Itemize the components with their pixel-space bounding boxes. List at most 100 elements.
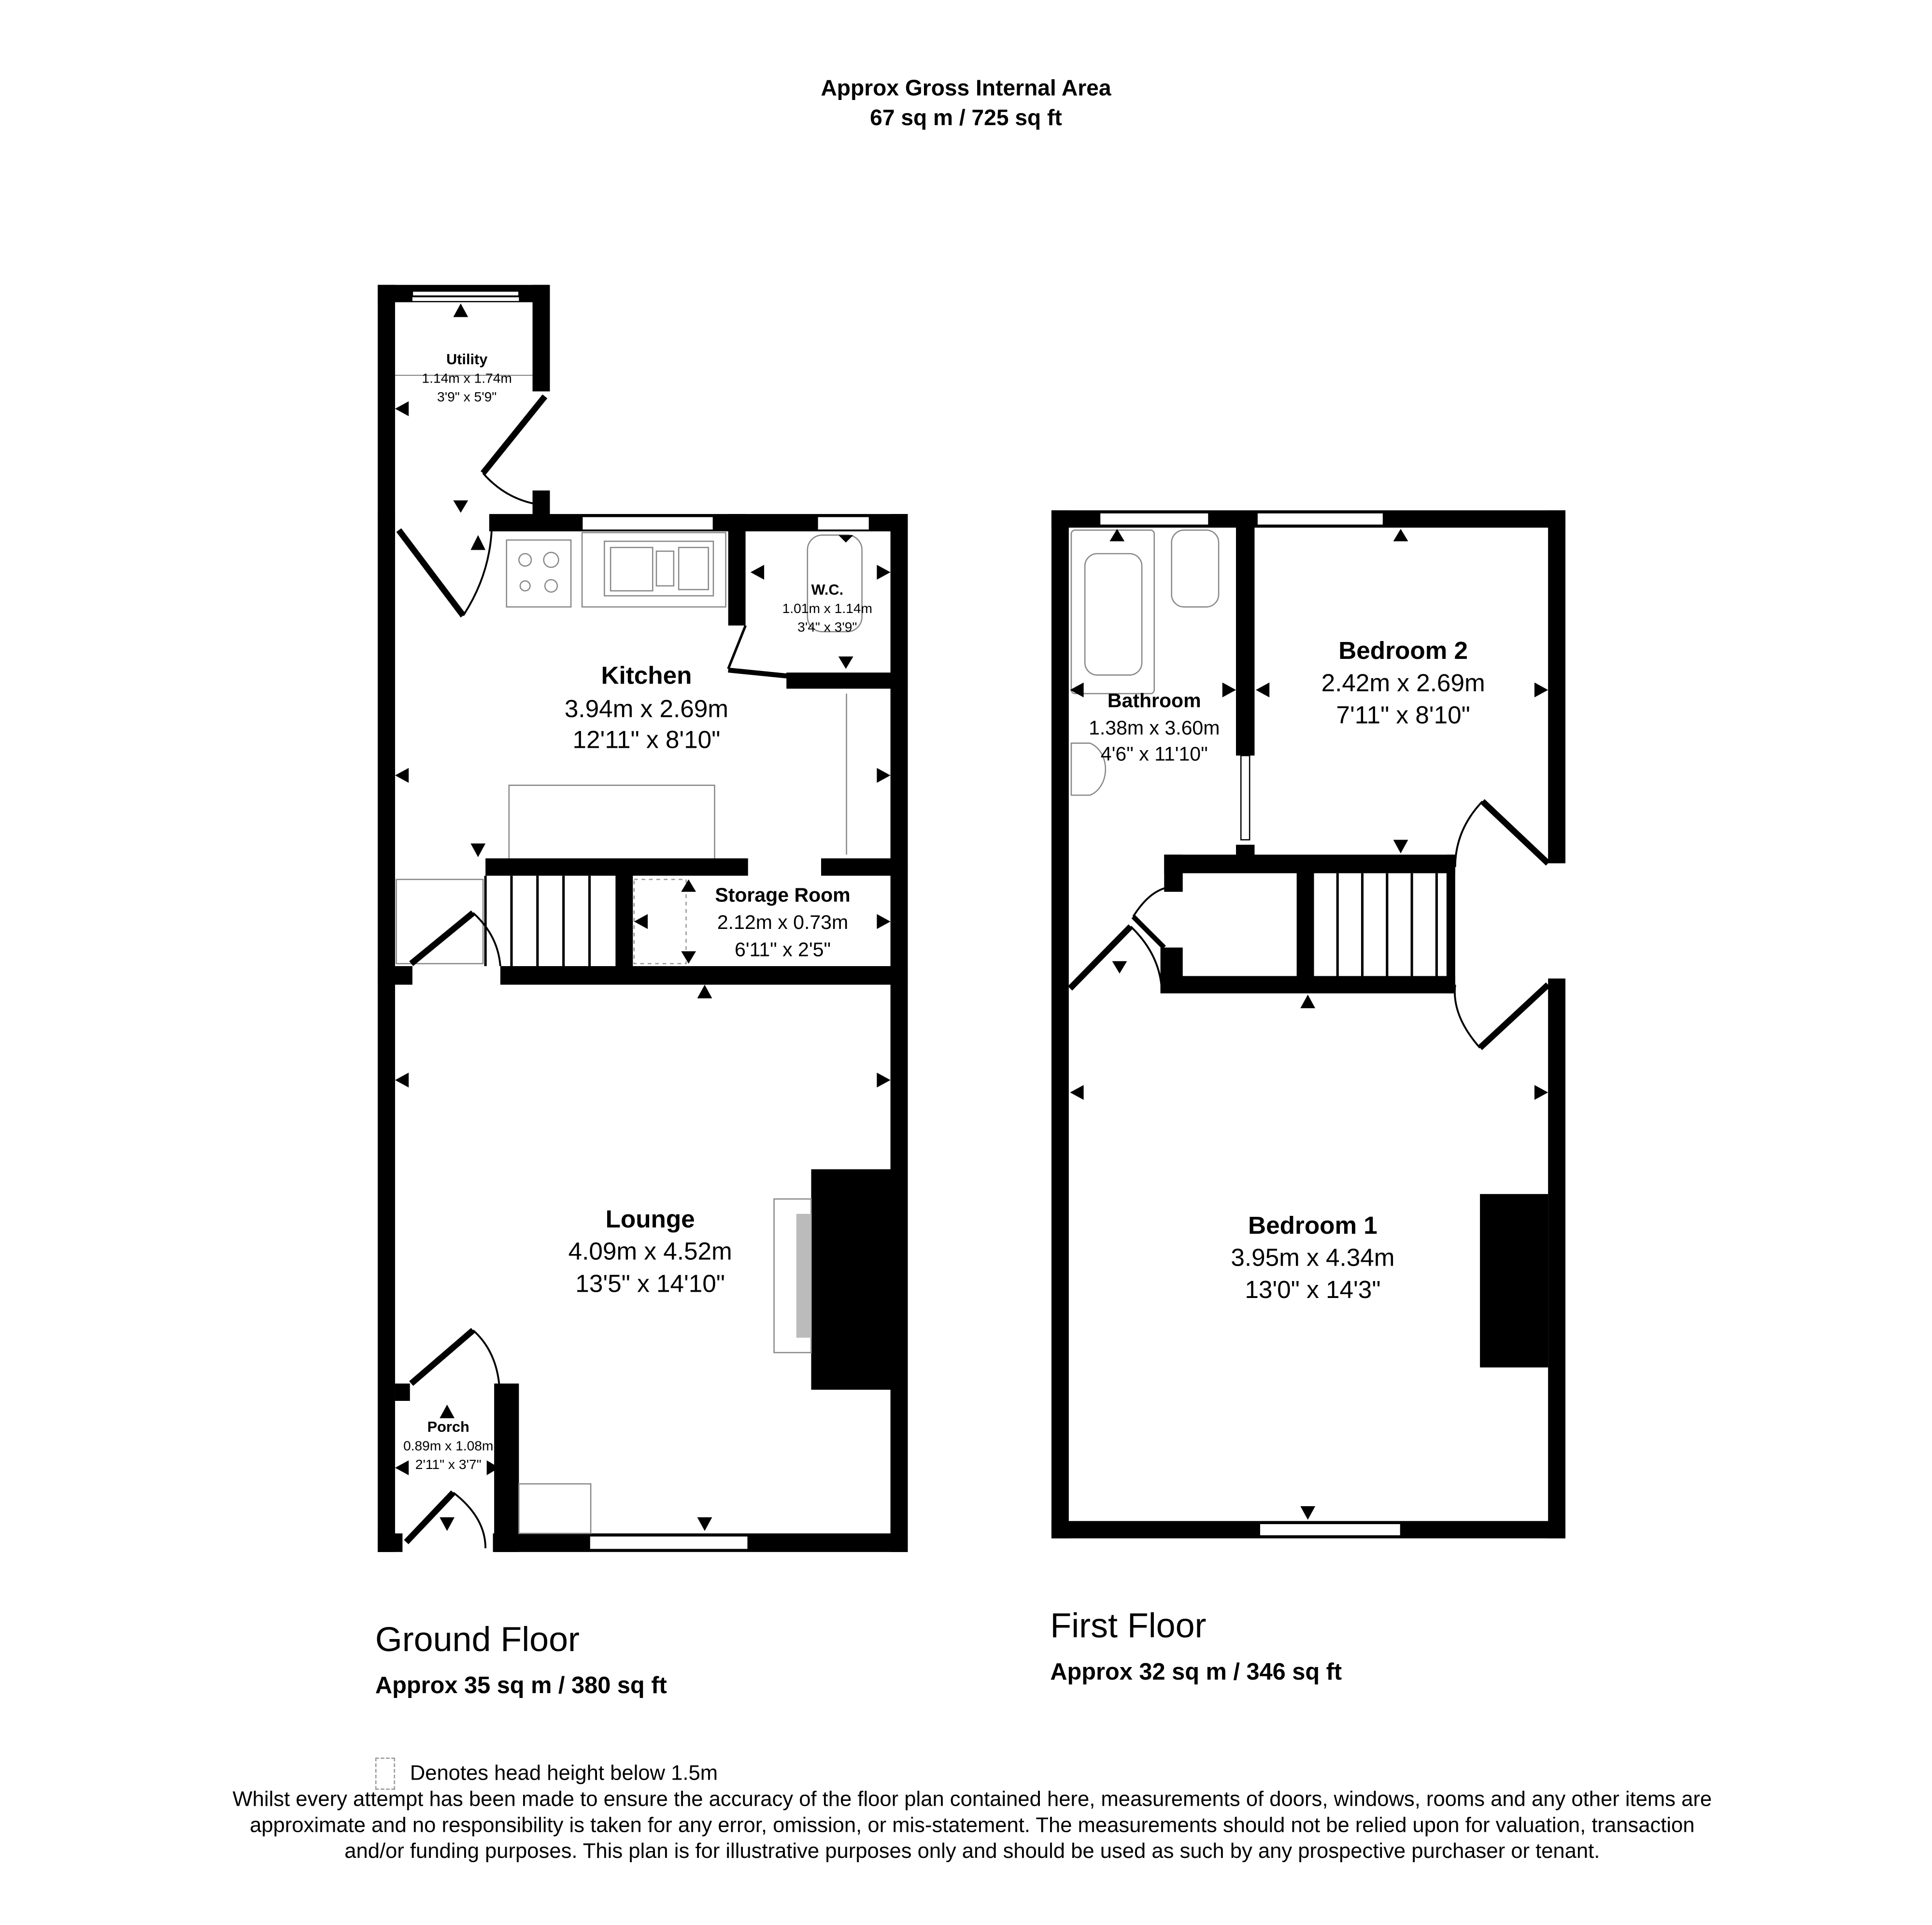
room-imperial-kitchen: 12'11" x 8'10" [573,726,721,754]
wall [1236,520,1255,756]
room-metric-kitchen: 3.94m x 2.69m [565,695,728,723]
first-floor-area: Approx 32 sq m / 346 sq ft [1050,1659,1342,1686]
room-imperial-bedroom1: 13'0" x 14'3" [1245,1276,1380,1303]
room-metric-lounge: 4.09m x 4.52m [568,1238,732,1265]
door [481,394,548,475]
chimney-breast [1480,1194,1548,1368]
low-head-height-swatch [375,1757,395,1790]
room-metric-bedroom2: 2.42m x 2.69m [1321,669,1485,697]
wall [821,858,908,876]
door-swing [462,530,493,616]
wall [786,672,908,689]
ground-floor-title: Ground Floor [375,1620,580,1659]
room-imperial-bedroom2: 7'11" x 8'10" [1336,701,1470,728]
floor-plan-drawing: Utility 1.14m x 1.74m 3'9" x 5'9" W.C. 1… [378,285,1566,1552]
bedroom2-door [1480,799,1550,866]
door-swing [1130,926,1163,989]
door-swing [727,625,747,670]
wall [378,1533,403,1552]
wall [890,514,908,1552]
room-metric-utility: 1.14m x 1.74m [422,370,511,385]
room-name-utility: Utility [446,351,487,368]
bedroom1-door [1477,982,1550,1050]
room-name-bedroom2: Bedroom 2 [1338,637,1468,664]
bath-icon [1070,529,1155,695]
room-name-porch: Porch [427,1418,469,1435]
window [412,290,520,297]
wall [1548,978,1566,1539]
legend: Denotes head height below 1.5m [375,1757,718,1790]
legend-label: Denotes head height below 1.5m [410,1761,718,1785]
first-floor-title: First Floor [1050,1606,1207,1645]
room-metric-bedroom1: 3.95m x 4.34m [1231,1244,1394,1271]
toilet-icon [807,534,863,632]
wc-window [817,515,870,531]
sliding-door [1240,755,1250,841]
wall [395,1383,410,1401]
room-name-bathroom: Bathroom [1108,689,1201,712]
staircase [396,875,591,966]
door-swing [472,1329,500,1384]
gross-area-title: Approx Gross Internal Area [821,75,1111,100]
room-metric-porch: 0.89m x 1.08m [403,1438,493,1454]
disclaimer: Whilst every attempt has been made to en… [232,1787,1712,1863]
room-name-lounge: Lounge [606,1205,695,1233]
room-name-storage: Storage Room [715,884,850,906]
front-door [404,1490,456,1544]
room-imperial-bathroom: 4'6" x 11'10" [1101,742,1208,765]
sink-icon [581,532,726,608]
wall [378,966,412,985]
room-metric-wc: 1.01m x 1.14m [782,600,872,616]
measurement-arrows [1070,528,1548,1520]
wall [615,867,633,969]
room-name-wc: W.C. [811,581,844,598]
ground-floor-plan: Utility 1.14m x 1.74m 3'9" x 5'9" W.C. 1… [378,285,908,1552]
wall [500,966,908,985]
kitchen-counter [508,784,715,860]
door [409,910,475,966]
bathroom-window [1099,512,1209,526]
wall [728,514,746,626]
wall [1051,510,1069,1539]
kitchen-window [581,515,714,531]
room-imperial-wc: 3'4" x 3'9" [797,619,857,635]
window [412,297,519,301]
room-imperial-porch: 2'11" x 3'7" [415,1456,482,1472]
first-floor-plan: Bedroom 2 2.42m x 2.69m 7'11" x 8'10" Ba… [1051,510,1566,1539]
wall [1296,867,1314,991]
wall [378,514,395,1552]
door-swing [482,472,545,507]
wall [532,285,550,392]
room-metric-bathroom: 1.38m x 3.60m [1089,717,1220,739]
measurement-arrows [395,303,891,1531]
door [1067,924,1133,991]
wall [1164,855,1183,892]
room-imperial-lounge: 13'5" x 14'10" [575,1269,725,1297]
room-name-bedroom1: Bedroom 1 [1248,1212,1378,1239]
wall [1548,510,1566,864]
room-name-kitchen: Kitchen [601,661,692,689]
door [396,528,466,618]
chimney-breast [811,1169,892,1390]
door-swing [453,1492,487,1549]
wc-door [728,668,791,679]
door [409,1327,475,1386]
bedroom1-window [1259,1523,1402,1537]
cupboard-door [1131,914,1166,950]
staircase [1336,873,1438,976]
wall [378,285,395,520]
room-imperial-storage: 6'11" x 2'5" [735,938,831,960]
bedroom2-window [1256,512,1384,526]
room-metric-storage: 2.12m x 0.73m [717,911,848,933]
door-swing [472,912,501,967]
appliance-icon [518,1483,592,1534]
lounge-window [589,1535,749,1550]
hob-icon [506,539,572,608]
basin-icon [1070,742,1107,796]
gross-area-value: 67 sq m / 725 sq ft [870,105,1062,130]
room-imperial-utility: 3'9" x 5'9" [437,389,497,404]
low-head-height-area [633,879,687,965]
toilet-icon [1171,529,1220,608]
ground-floor-area: Approx 35 sq m / 380 sq ft [375,1673,667,1699]
